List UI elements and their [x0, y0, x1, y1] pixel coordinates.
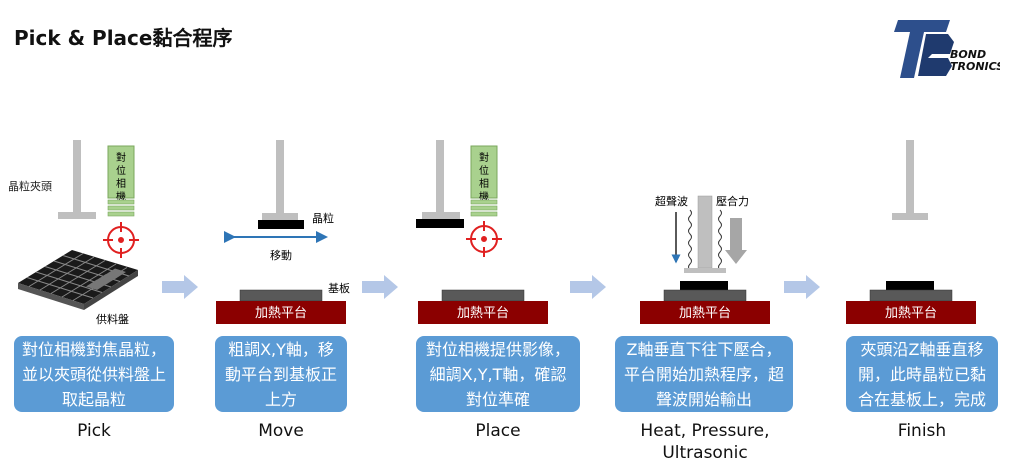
collet-shaft	[276, 140, 284, 213]
stage-name-bond: Heat, Pressure, Ultrasonic	[640, 421, 770, 463]
caption-pick: 對位相機對焦晶粒，並以夾頭從供料盤上取起晶粒	[14, 336, 174, 412]
crosshair-icon	[466, 221, 502, 257]
substrate	[663, 289, 747, 302]
substrate	[441, 289, 525, 302]
substrate-label: 基板	[328, 281, 350, 295]
die-collet-label: 晶粒夾頭	[8, 179, 52, 193]
collet-head	[684, 268, 726, 273]
die-chip	[416, 219, 464, 228]
stage-name-place: Place	[475, 421, 521, 441]
camera-char-1: 對	[479, 151, 489, 164]
heater-label: 加熱平台	[885, 306, 937, 321]
camera-body	[470, 145, 498, 199]
feed-tray	[18, 250, 138, 310]
collet-shaft	[73, 140, 81, 212]
crosshair-icon	[103, 222, 139, 258]
camera-char-4: 機	[116, 190, 126, 203]
caption-finish: 夾頭沿Z軸垂直移開，此時晶粒已黏合在基板上，完成	[846, 336, 998, 412]
die-label: 晶粒	[312, 211, 334, 225]
collet-shaft	[697, 195, 713, 269]
camera-char-4: 機	[479, 190, 489, 203]
flow-arrow-1	[162, 275, 198, 299]
die-chip	[886, 281, 934, 290]
heater-platform	[640, 301, 770, 324]
stage-name-pick: Pick	[77, 421, 111, 441]
caption-bond: Z軸垂直下往下壓合，平台開始加熱程序，超聲波開始輸出	[615, 336, 793, 412]
collet-head	[892, 213, 928, 220]
stage-finish-illustration: 加熱平台	[846, 140, 976, 324]
camera-body	[107, 145, 135, 199]
flow-arrow-2	[362, 275, 398, 299]
heater-label: 加熱平台	[679, 306, 731, 321]
stage-bond-illustration: 超聲波 壓合力 加熱平台	[640, 194, 770, 324]
camera-char-3: 相	[479, 177, 489, 190]
stage-name-finish: Finish	[897, 421, 947, 441]
stage-place-illustration: 對 位 相 機 加熱平台	[416, 140, 548, 324]
caption-move: 粗調X,Y軸，移動平台到基板正上方	[215, 336, 347, 412]
stage-pick-illustration: 晶粒夾頭 對 位 相 機	[8, 140, 139, 326]
flow-arrow-4	[784, 275, 820, 299]
die-chip	[258, 220, 304, 229]
collet-shaft	[906, 140, 914, 213]
bondtronics-logo: BOND TRONICS	[894, 20, 1000, 78]
collet-head	[422, 212, 460, 219]
logo-text-tronics: TRONICS	[950, 60, 1000, 73]
heater-label: 加熱平台	[255, 306, 307, 321]
wave-icon	[718, 209, 722, 271]
force-label: 壓合力	[716, 194, 749, 208]
die-chip	[680, 281, 728, 290]
move-label: 移動	[270, 248, 292, 262]
camera-char-2: 位	[479, 164, 489, 177]
heater-label: 加熱平台	[457, 306, 509, 321]
page-title: Pick & Place黏合程序	[14, 26, 233, 50]
logo-text-bond: BOND	[950, 48, 986, 61]
tray-label: 供料盤	[96, 312, 129, 326]
camera-char-2: 位	[116, 164, 126, 177]
stage-name-move: Move	[258, 421, 304, 441]
heater-platform	[216, 301, 346, 324]
heater-platform	[846, 301, 976, 324]
flow-arrow-3	[570, 275, 606, 299]
force-arrow-icon	[725, 218, 747, 264]
caption-place: 對位相機提供影像，細調X,Y,T軸，確認對位準確	[416, 336, 580, 412]
collet-head	[58, 212, 96, 219]
substrate	[239, 289, 323, 302]
wave-icon	[688, 209, 692, 271]
collet-shaft	[436, 140, 444, 212]
collet-head	[262, 213, 298, 220]
heater-platform	[418, 301, 548, 324]
ultrasonic-label: 超聲波	[655, 194, 688, 208]
substrate	[869, 289, 953, 302]
camera-char-1: 對	[116, 151, 126, 164]
camera-char-3: 相	[116, 177, 126, 190]
stage-move-illustration: 晶粒 移動 基板 加熱平台	[216, 140, 350, 324]
